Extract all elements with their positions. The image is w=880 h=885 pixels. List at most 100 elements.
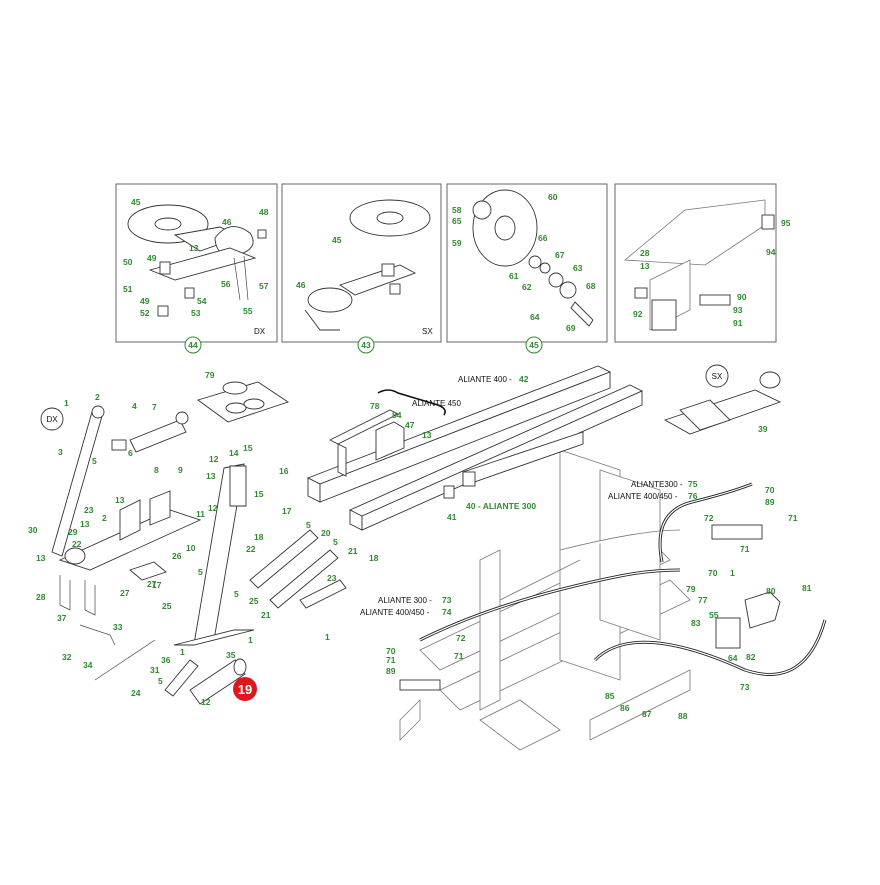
part-number: 1 [730, 568, 735, 578]
part-number: 72 [704, 513, 714, 523]
part-number: 55 [709, 610, 719, 620]
part-number: 21 [261, 610, 271, 620]
part-number: 63 [573, 263, 583, 273]
beam-450: ALIANTE 450 78 84 47 13 [328, 389, 461, 477]
part-number: 64 [728, 653, 738, 663]
part-number: 33 [113, 622, 123, 632]
part-number: 5 [333, 537, 338, 547]
part-number: 83 [691, 618, 701, 628]
part-number-40-aliante-300: 40 - ALIANTE 300 [466, 501, 536, 511]
part-number: 39 [758, 424, 768, 434]
part-number: 89 [765, 497, 775, 507]
part-number: 82 [746, 652, 756, 662]
part-number: 25 [162, 601, 172, 611]
part-number: 57 [259, 281, 269, 291]
part-number: 31 [150, 665, 160, 675]
part-number: 93 [733, 305, 743, 315]
part-number: 94 [766, 247, 776, 257]
part-number: 5 [158, 676, 163, 686]
part-number: 5 [92, 456, 97, 466]
part-number: 79 [686, 584, 696, 594]
highlight-part-19[interactable]: 19 [233, 677, 257, 701]
part-number: 89 [386, 666, 396, 676]
part-number: 84 [392, 410, 402, 420]
part-number: 13 [80, 519, 90, 529]
part-number: 6 [128, 448, 133, 458]
inset-box-frame: 95 28 94 13 90 93 92 91 [614, 183, 791, 343]
part-number: 12 [208, 503, 218, 513]
part-number: 20 [321, 528, 331, 538]
part-number: 1 [325, 632, 330, 642]
part-number: 71 [386, 655, 396, 665]
inset-number: 44 [188, 340, 198, 350]
inset-number: 43 [361, 340, 371, 350]
aliante300-label: ALIANTE300 - [631, 480, 683, 489]
part-number: 72 [456, 633, 466, 643]
part-number: 73 [442, 595, 452, 605]
part-number: 47 [405, 420, 415, 430]
hose-73-74: ALIANTE 300 - 73 ALIANTE 400/450 - 74 73… [360, 568, 827, 721]
highlight-badge[interactable] [233, 677, 257, 701]
part-number: 76 [688, 491, 698, 501]
part-number: 22 [72, 539, 82, 549]
part-number: 14 [229, 448, 239, 458]
part-number: 70 [765, 485, 775, 495]
part-number: 68 [586, 281, 596, 291]
part-number: 25 [249, 596, 259, 606]
part-number: 60 [548, 192, 558, 202]
part-number: 75 [688, 479, 698, 489]
part-number: 32 [62, 652, 72, 662]
part-number: 1 [180, 647, 185, 657]
part-number: 2 [95, 392, 100, 402]
part-number: 77 [698, 595, 708, 605]
highlight-number: 19 [238, 682, 252, 697]
aliante400-450-label: ALIANTE 400/450 - [608, 492, 678, 501]
part-number: 18 [254, 532, 264, 542]
part-number: 42 [519, 374, 529, 384]
part-number: 15 [243, 443, 253, 453]
part-number: 27 [120, 588, 130, 598]
part-number: 11 [196, 509, 205, 519]
part-number: 71 [454, 651, 464, 661]
part-number: 58 [452, 205, 462, 215]
part-number: 54 [197, 296, 207, 306]
part-number: 27 [147, 579, 157, 589]
aliante-300-label: ALIANTE 300 - [378, 596, 432, 605]
part-number: 4 [132, 401, 137, 411]
part-number: 56 [221, 279, 231, 289]
hose-75: ALIANTE300 - 75 ALIANTE 400/450 - 76 70 … [608, 479, 798, 563]
aliante-400-450-label: ALIANTE 400/450 - [360, 608, 430, 617]
side-label-sx: SX [422, 327, 433, 336]
part-number: 35 [226, 650, 236, 660]
part-number: 95 [781, 218, 791, 228]
part-number: 34 [83, 660, 93, 670]
part-number: 52 [140, 308, 150, 318]
part-number: 41 [447, 512, 457, 522]
part-number: 51 [123, 284, 133, 294]
part-number: 71 [788, 513, 798, 523]
part-number: 87 [642, 709, 652, 719]
part-number: 48 [259, 207, 269, 217]
part-number: 85 [605, 691, 615, 701]
part-number: 23 [327, 573, 337, 583]
part-number: 49 [140, 296, 150, 306]
sx-bracket-39: SX 39 [663, 364, 782, 435]
part-number: 10 [186, 543, 196, 553]
part-number: 79 [205, 370, 215, 380]
part-number: 29 [68, 527, 78, 537]
part-number: 13 [115, 495, 125, 505]
part-number: 49 [147, 253, 157, 263]
part-number: 80 [766, 586, 776, 596]
part-number: 28 [640, 248, 650, 258]
part-number: 74 [442, 607, 452, 617]
inset-box-43: 45 46 SX 43 [281, 183, 442, 354]
aliante-400-label: ALIANTE 400 - [458, 375, 512, 384]
part-number: 53 [191, 308, 201, 318]
part-number: 13 [36, 553, 46, 563]
part-number: 73 [740, 682, 750, 692]
inset-box-45: 58 65 60 59 66 61 67 62 63 68 64 69 45 [446, 183, 608, 354]
part-number: 66 [538, 233, 548, 243]
part-number: 64 [530, 312, 540, 322]
